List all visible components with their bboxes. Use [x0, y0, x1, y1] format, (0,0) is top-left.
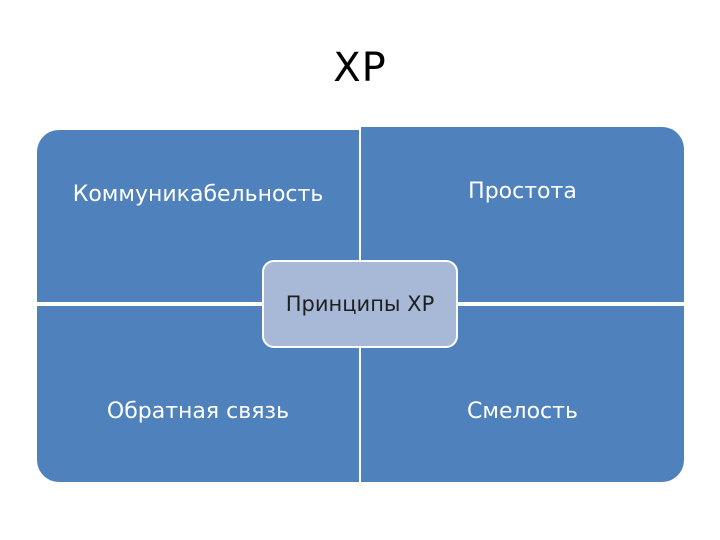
quadrant-label-courage: Смелость [467, 399, 578, 424]
quadrant-label-communication: Коммуникабельность [72, 182, 324, 207]
center-node: Принципы XP [262, 260, 458, 348]
quadrant-label-feedback: Обратная связь [106, 399, 290, 424]
center-node-label: Принципы XP [285, 292, 435, 316]
quadrant-communication: Коммуникабельность [37, 130, 359, 302]
quadrant-feedback: Обратная связь [37, 306, 359, 482]
slide-title: XP [333, 45, 387, 91]
quadrant-label-simplicity: Простота [468, 179, 577, 204]
